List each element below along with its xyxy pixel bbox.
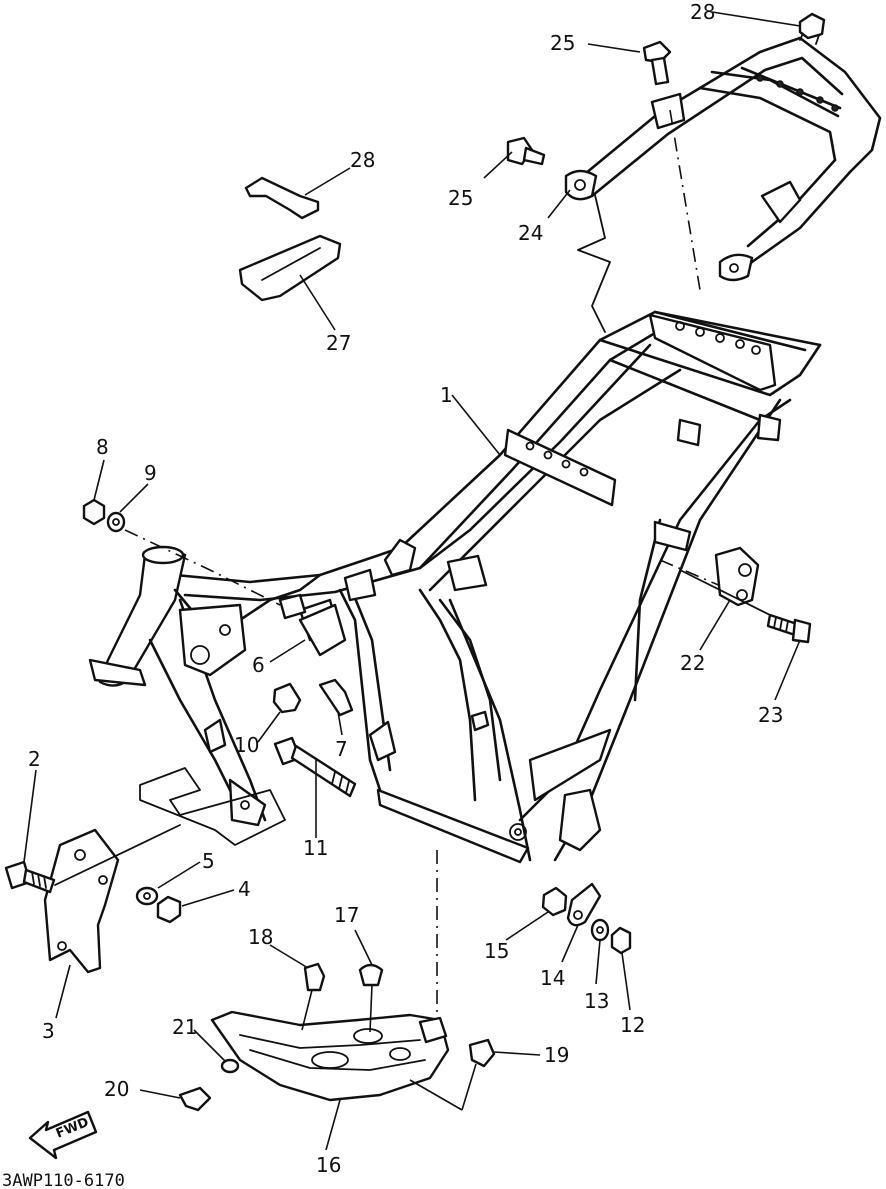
grommet-17: [358, 963, 384, 987]
bolt-23-axis: [679, 569, 771, 616]
bolt-2: [4, 860, 56, 894]
callout-27: 27: [326, 331, 351, 355]
callout-23: 23: [758, 703, 783, 727]
bolt-19: [468, 1038, 496, 1068]
callout-16: 16: [316, 1153, 341, 1177]
plate-6: [298, 603, 347, 657]
callout-25-side: 25: [448, 186, 473, 210]
callout-2: 2: [28, 747, 41, 771]
bolt-10: [272, 682, 302, 714]
callout-8: 8: [96, 435, 109, 459]
bracket-14: [566, 882, 602, 927]
callout-1: 1: [440, 383, 453, 407]
callout-22: 22: [680, 651, 705, 675]
washer-5: [135, 886, 159, 906]
bolt-23: [766, 613, 812, 644]
callout-12: 12: [620, 1013, 645, 1037]
main-frame: [88, 310, 822, 864]
bolt-7: [318, 678, 354, 717]
callout-13: 13: [584, 989, 609, 1013]
callout-6: 6: [252, 653, 265, 677]
diagram-code: 3AWP110-6170: [2, 1171, 125, 1189]
skid-plate-16: [210, 1010, 450, 1102]
head-bolt-axis: [124, 529, 281, 606]
nut-15: [541, 886, 568, 917]
bolt-2-axis: [54, 824, 181, 886]
callout-28: 28: [350, 148, 375, 172]
callout-18: 18: [248, 925, 273, 949]
callout-9: 9: [144, 461, 157, 485]
subframe-connection-line: [577, 194, 611, 333]
nut-8: [82, 498, 106, 526]
callout-5: 5: [202, 849, 215, 873]
callout-24: 24: [518, 221, 543, 245]
callout-19: 19: [544, 1043, 569, 1067]
bolt-11: [273, 736, 357, 798]
plate-outline-sketch: [139, 767, 286, 846]
cover-27: [238, 234, 342, 302]
callout-15: 15: [484, 939, 509, 963]
bracket-22: [714, 546, 760, 607]
bolt-18: [303, 962, 326, 992]
callout-labels: 28 25 25 24 28 27 1 8 9 6 10 7 11 2 5 4 …: [28, 0, 783, 1177]
bolt-25-side: [506, 136, 546, 166]
forward-arrow: FWD: [28, 1110, 98, 1160]
washer-13: [590, 918, 610, 942]
bolt-25-top: [642, 40, 672, 86]
rear-subframe: [564, 21, 882, 282]
callout-17: 17: [334, 903, 359, 927]
cap-26: [798, 12, 826, 40]
callout-3: 3: [42, 1019, 55, 1043]
callout-21: 21: [172, 1015, 197, 1039]
callout-11: 11: [303, 836, 328, 860]
washer-21: [220, 1058, 240, 1074]
left-bracket: [43, 828, 120, 974]
callout-20: 20: [104, 1077, 129, 1101]
nut-4: [156, 895, 182, 924]
subframe-bolt-axis: [669, 109, 701, 291]
callout-25-top: 25: [550, 31, 575, 55]
callout-4: 4: [238, 877, 251, 901]
nut-12: [610, 926, 632, 955]
clip-28: [244, 176, 320, 220]
bolt-20: [178, 1086, 212, 1112]
callout-14: 14: [540, 966, 565, 990]
washer-9: [106, 511, 126, 533]
leader-lines: [23, 11, 801, 1151]
callout-10: 10: [234, 733, 259, 757]
callout-26: 28: [690, 0, 715, 24]
callout-7: 7: [335, 737, 348, 761]
